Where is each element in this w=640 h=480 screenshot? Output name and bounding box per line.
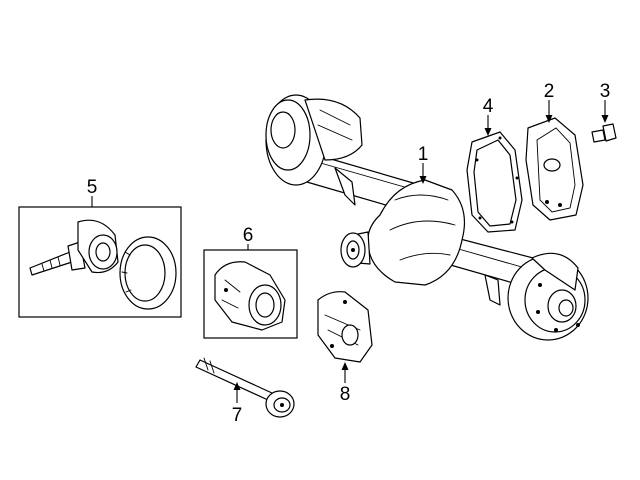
callout-7: 7	[232, 405, 243, 426]
callout-5: 5	[87, 177, 98, 198]
ring-and-pinion-gear-set	[29, 219, 177, 310]
callout-2: 2	[544, 81, 555, 102]
differential-case	[214, 261, 286, 331]
part-5-box	[18, 206, 182, 318]
carrier-case	[317, 291, 373, 363]
axle-assembly	[265, 94, 589, 341]
leader-lines	[91, 100, 609, 403]
cover-bolt	[591, 123, 617, 143]
axle-shaft	[195, 357, 295, 418]
callout-1: 1	[418, 144, 429, 165]
callout-6: 6	[243, 225, 254, 246]
differential-cover	[525, 117, 584, 221]
callout-3: 3	[600, 81, 611, 102]
cover-gasket	[466, 131, 523, 233]
callout-8: 8	[340, 384, 351, 405]
part-6-box	[203, 249, 298, 339]
callout-4: 4	[483, 96, 494, 117]
